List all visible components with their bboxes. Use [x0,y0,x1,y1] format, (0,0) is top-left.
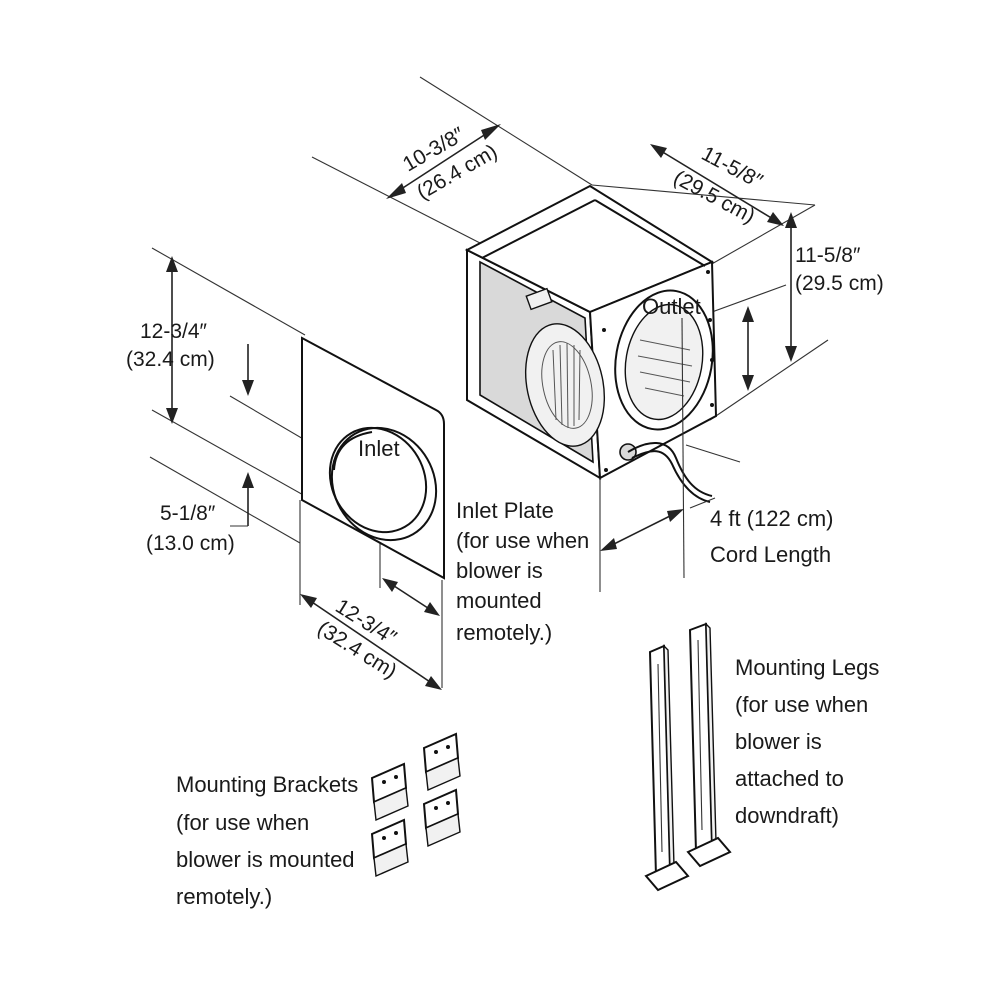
inlet-offset-imperial: 5-1/8″ [160,502,216,525]
bracket-3 [370,818,409,878]
plate-height-imperial: 12-3/4″ [140,320,208,343]
cord-length-label: Cord Length [710,542,831,567]
inlet-plate-line-4: mounted [456,588,542,613]
height-metric: (29.5 cm) [795,272,884,295]
inlet-plate-line-5: remotely.) [456,620,552,645]
inlet-plate-line-2: (for use when [456,528,589,553]
inlet-plate [149,247,445,688]
mounting-brackets-line-3: blower is mounted [176,847,355,872]
bracket-1 [370,762,409,822]
mounting-brackets-line-2: (for use when [176,810,309,835]
height-dimension: 11-5/8″ (29.5 cm) [785,212,884,362]
bracket-4 [422,788,461,848]
mounting-brackets-callout: Mounting Brackets (for use when blower i… [176,772,358,909]
bracket-2 [422,732,461,792]
inlet-label: Inlet [358,436,400,461]
mounting-legs-line-1: Mounting Legs [735,655,879,680]
plate-height-dimension: 12-3/4″ (32.4 cm) [126,256,215,424]
mounting-legs [644,622,732,892]
mounting-legs-callout: Mounting Legs (for use when blower is at… [735,655,879,828]
mounting-legs-line-3: blower is [735,729,822,754]
inlet-plate-callout: Inlet Plate (for use when blower is moun… [456,498,589,645]
mounting-legs-line-5: downdraft) [735,803,839,828]
outlet-label: Outlet [642,294,701,319]
inlet-plate-line-1: Inlet Plate [456,498,554,523]
plate-height-metric: (32.4 cm) [126,348,215,371]
height-imperial: 11-5/8″ [795,244,861,267]
width-dimension: 11-5/8″ (29.5 cm) [650,142,784,228]
mounting-legs-line-4: attached to [735,766,844,791]
mounting-legs-line-2: (for use when [735,692,868,717]
cord-length-value: 4 ft (122 cm) [710,506,833,531]
cord-dimension: 4 ft (122 cm) Cord Length [599,444,833,592]
mounting-brackets-line-4: remotely.) [176,884,272,909]
mounting-brackets [370,732,461,878]
inlet-plate-line-3: blower is [456,558,543,583]
depth-dimension: 10-3/8″ (26.4 cm) [386,123,501,204]
inlet-offset-dimension: 5-1/8″ (13.0 cm) [146,344,254,555]
inlet-offset-metric: (13.0 cm) [146,532,235,555]
mounting-brackets-line-1: Mounting Brackets [176,772,358,797]
outlet-dimension [742,306,754,391]
blower-housing [311,76,829,503]
plate-width-dimension: 12-3/4″ (32.4 cm) [300,578,442,690]
